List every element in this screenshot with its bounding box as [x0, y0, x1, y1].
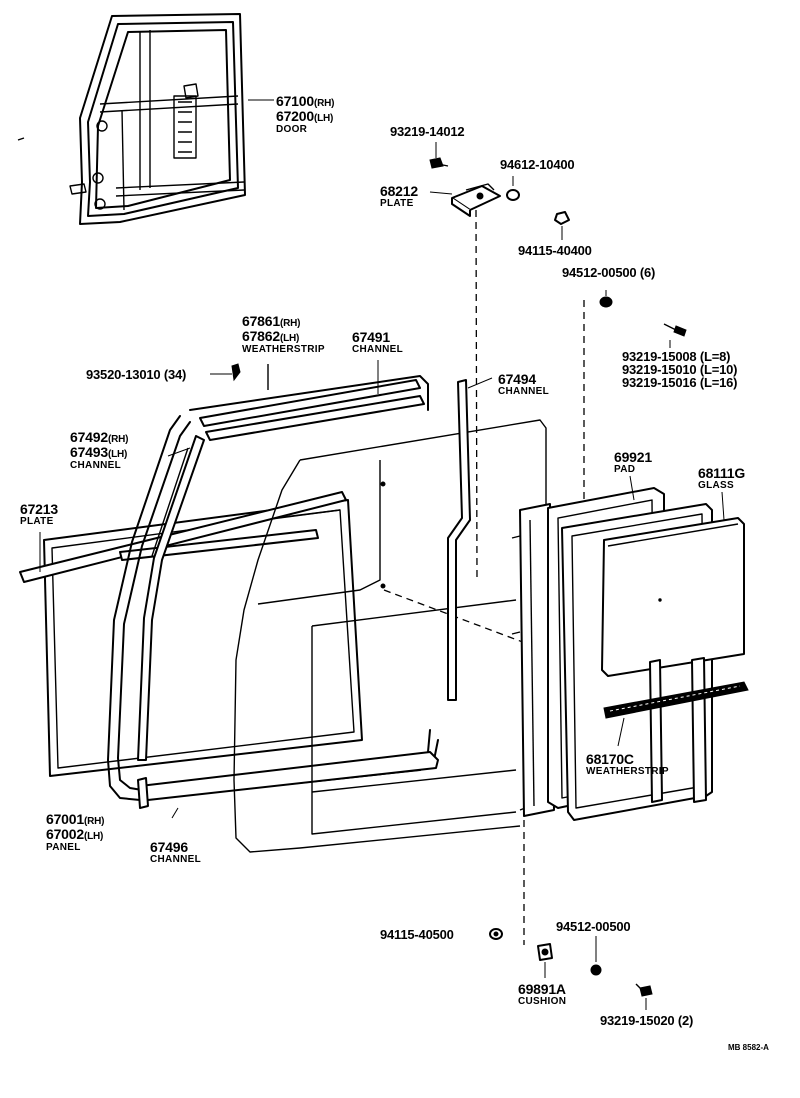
nut-94115-40500: [489, 928, 503, 940]
label-door: 67100(RH) 67200(LH) DOOR: [276, 93, 335, 135]
label-washer-top: 94612-10400: [500, 157, 575, 172]
label-plate-67213: 67213 PLATE: [20, 501, 58, 527]
label-glass: 68111G GLASS: [698, 465, 746, 491]
label-plate-68212: 68212 PLATE: [380, 183, 418, 209]
label-screw-34: 93520-13010 (34): [86, 367, 187, 382]
channel-67496: [137, 751, 439, 819]
cushion-69891a: [537, 943, 553, 978]
washer-94512-00500: [590, 936, 602, 976]
glass-68111g: [601, 491, 745, 677]
plate-68212: [429, 183, 501, 217]
label-channel-67496: 67496 CHANNEL: [150, 839, 201, 865]
window-regulator-channel: [511, 503, 555, 817]
door-assembly: [17, 13, 274, 225]
label-panel: 67001(RH) 67002(LH) PANEL: [46, 811, 105, 853]
nut-94115-40400: [554, 211, 570, 240]
label-channel-67491: 67491 CHANNEL: [352, 329, 403, 355]
label-channel-67492: 67492(RH) 67493(LH) CHANNEL: [70, 429, 129, 471]
label-washer-bottom: 94512-00500: [556, 919, 631, 934]
panel-67001: [43, 499, 363, 777]
washer-94612-10400: [506, 176, 520, 201]
label-bolts-set: 93219-15008 (L=8) 93219-15010 (L=10) 932…: [622, 349, 738, 390]
screw-93520-13010: [210, 363, 241, 382]
label-cushion: 69891A CUSHION: [518, 981, 567, 1007]
bolt-93219-150xx: [663, 323, 687, 348]
label-bolt-bottom: 93219-15020 (2): [600, 1013, 694, 1028]
reference-code: MB 8582-A: [728, 1043, 769, 1052]
label-nut-top: 94115-40400: [518, 243, 592, 258]
label-pad: 69921 PAD: [614, 449, 652, 475]
label-weatherstrip-top: 67861(RH) 67862(LH) WEATHERSTRIP: [242, 313, 325, 355]
label-channel-67494: 67494 CHANNEL: [498, 371, 549, 397]
weatherstrip-68170c: [603, 681, 749, 747]
plate-67213: [19, 491, 347, 583]
washer-94512-00500-6: [599, 290, 613, 308]
label-nut-bottom: 94115-40500: [380, 927, 454, 942]
label-washer-6: 94512-00500 (6): [562, 265, 656, 280]
channel-67491: [199, 360, 425, 441]
bolt-93219-15020: [635, 983, 653, 1010]
label-bolt-top: 93219-14012: [390, 124, 465, 139]
channel-67492: [137, 435, 205, 761]
channel-67494: [447, 377, 493, 701]
bolt-93219-14012: [429, 142, 449, 169]
label-weatherstrip-68170c: 68170C WEATHERSTRIP: [586, 751, 669, 777]
